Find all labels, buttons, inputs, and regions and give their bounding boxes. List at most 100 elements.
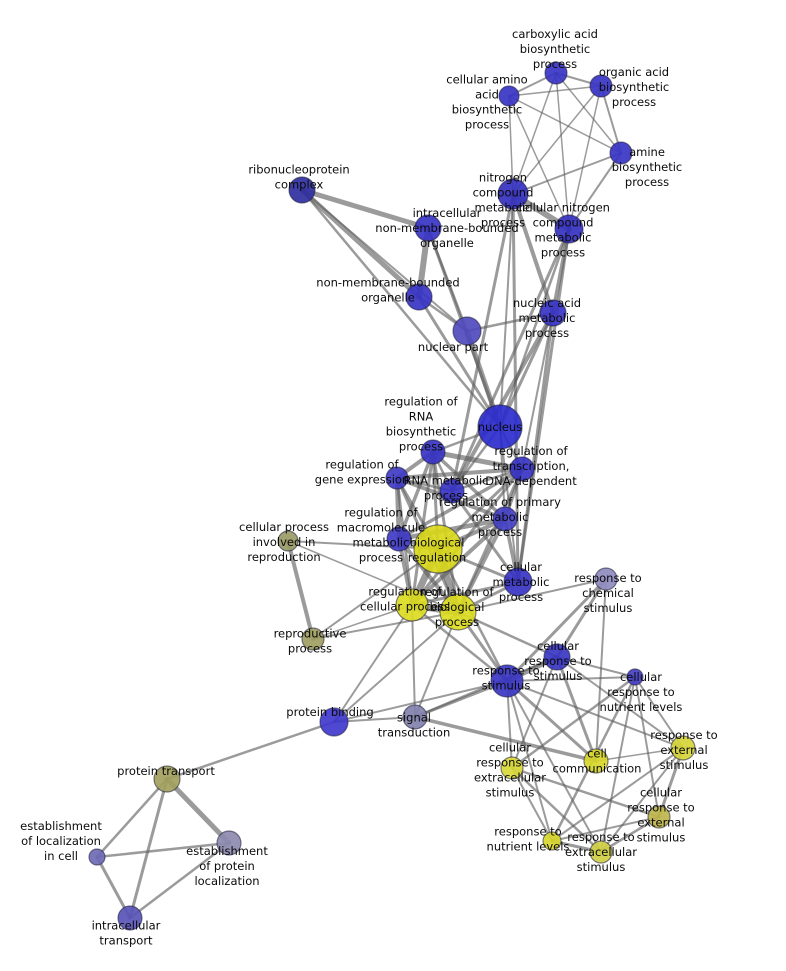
- edge-rs-crn: [506, 676, 636, 682]
- edge-rs-rcs: [505, 577, 608, 683]
- node-pt[interactable]: [153, 765, 181, 793]
- node-rtd[interactable]: [509, 456, 535, 482]
- edge-rs-rexs: [506, 680, 602, 853]
- edge-cnc-rm: [450, 227, 571, 493]
- node-rmm[interactable]: [386, 526, 412, 552]
- node-elc[interactable]: [88, 848, 106, 866]
- edge-rcs-rbp: [457, 578, 607, 613]
- edge-oa-caa: [508, 85, 602, 97]
- node-crext[interactable]: [647, 805, 671, 829]
- edge-st-cc: [413, 715, 598, 763]
- edge-crext-rnl: [551, 816, 660, 842]
- node-am[interactable]: [609, 141, 633, 165]
- node-nc[interactable]: [497, 178, 529, 210]
- edge-am-cnc: [568, 152, 622, 230]
- node-rrb[interactable]: [420, 439, 446, 465]
- edge-rrb-rtd: [430, 449, 525, 472]
- node-rcp[interactable]: [395, 588, 429, 622]
- edge-rp-br: [312, 548, 439, 640]
- edge-oa-am: [600, 85, 622, 154]
- edge-nam-cm: [516, 311, 555, 584]
- edge-rs-rcp: [410, 603, 509, 683]
- node-st[interactable]: [402, 704, 428, 730]
- node-rge[interactable]: [385, 466, 409, 490]
- node-rnl[interactable]: [542, 831, 562, 851]
- edge-rs-cc: [505, 679, 598, 763]
- node-res[interactable]: [670, 735, 696, 761]
- node-nmb[interactable]: [405, 283, 433, 311]
- node-crs[interactable]: [543, 643, 571, 671]
- node-rs[interactable]: [490, 664, 524, 698]
- edge-oa-cnc: [568, 85, 602, 230]
- node-inmb[interactable]: [414, 214, 442, 242]
- edge-pt-elc: [95, 777, 169, 859]
- node-np[interactable]: [452, 316, 482, 346]
- node-crn[interactable]: [626, 668, 644, 686]
- edge-rp-rbp: [312, 611, 459, 640]
- edge-rcs-cc: [595, 578, 607, 762]
- node-rnp[interactable]: [288, 176, 316, 204]
- edge-inmb-np: [426, 226, 469, 333]
- edge-cnc-nuc: [498, 227, 571, 429]
- node-caa[interactable]: [498, 85, 520, 107]
- edge-crn-cres: [510, 675, 637, 770]
- node-rcs[interactable]: [594, 567, 618, 591]
- edge-rnp-nuc: [300, 188, 502, 429]
- edge-res-rexs: [600, 747, 684, 853]
- edge-crn-rexs: [600, 676, 636, 853]
- edge-cm-rcp: [410, 580, 520, 607]
- node-nam[interactable]: [539, 299, 567, 327]
- node-rexs[interactable]: [589, 840, 613, 864]
- edge-rp-rcp: [312, 604, 413, 640]
- node-nuc[interactable]: [477, 404, 523, 450]
- edge-nmb-nuc: [417, 295, 502, 429]
- node-cnc[interactable]: [554, 214, 584, 244]
- edge-rnp-np: [301, 189, 468, 332]
- edge-caa-nc: [508, 95, 514, 195]
- edge-rnp-inmb: [299, 187, 431, 231]
- edge-caa-am: [508, 95, 622, 154]
- edge-crs-rcs: [555, 577, 608, 659]
- node-label-nuc: nucleus: [478, 420, 522, 434]
- node-cres[interactable]: [500, 756, 524, 780]
- node-pb[interactable]: [319, 707, 349, 737]
- edge-cpr-br: [287, 540, 439, 550]
- node-it[interactable]: [117, 905, 143, 931]
- edge-am-nc: [512, 152, 622, 195]
- node-br[interactable]: [413, 524, 463, 574]
- node-epl[interactable]: [216, 830, 242, 856]
- node-rbp[interactable]: [439, 593, 477, 631]
- node-oa[interactable]: [589, 74, 613, 98]
- node-cpr[interactable]: [277, 530, 299, 552]
- node-ca[interactable]: [544, 61, 568, 85]
- node-cc[interactable]: [583, 748, 609, 774]
- node-cm[interactable]: [503, 567, 533, 597]
- edge-epl-elc: [95, 841, 231, 859]
- node-rp[interactable]: [301, 627, 325, 651]
- edge-cpr-rp: [286, 539, 315, 641]
- node-rpm[interactable]: [492, 506, 518, 532]
- node-rm[interactable]: [439, 478, 465, 504]
